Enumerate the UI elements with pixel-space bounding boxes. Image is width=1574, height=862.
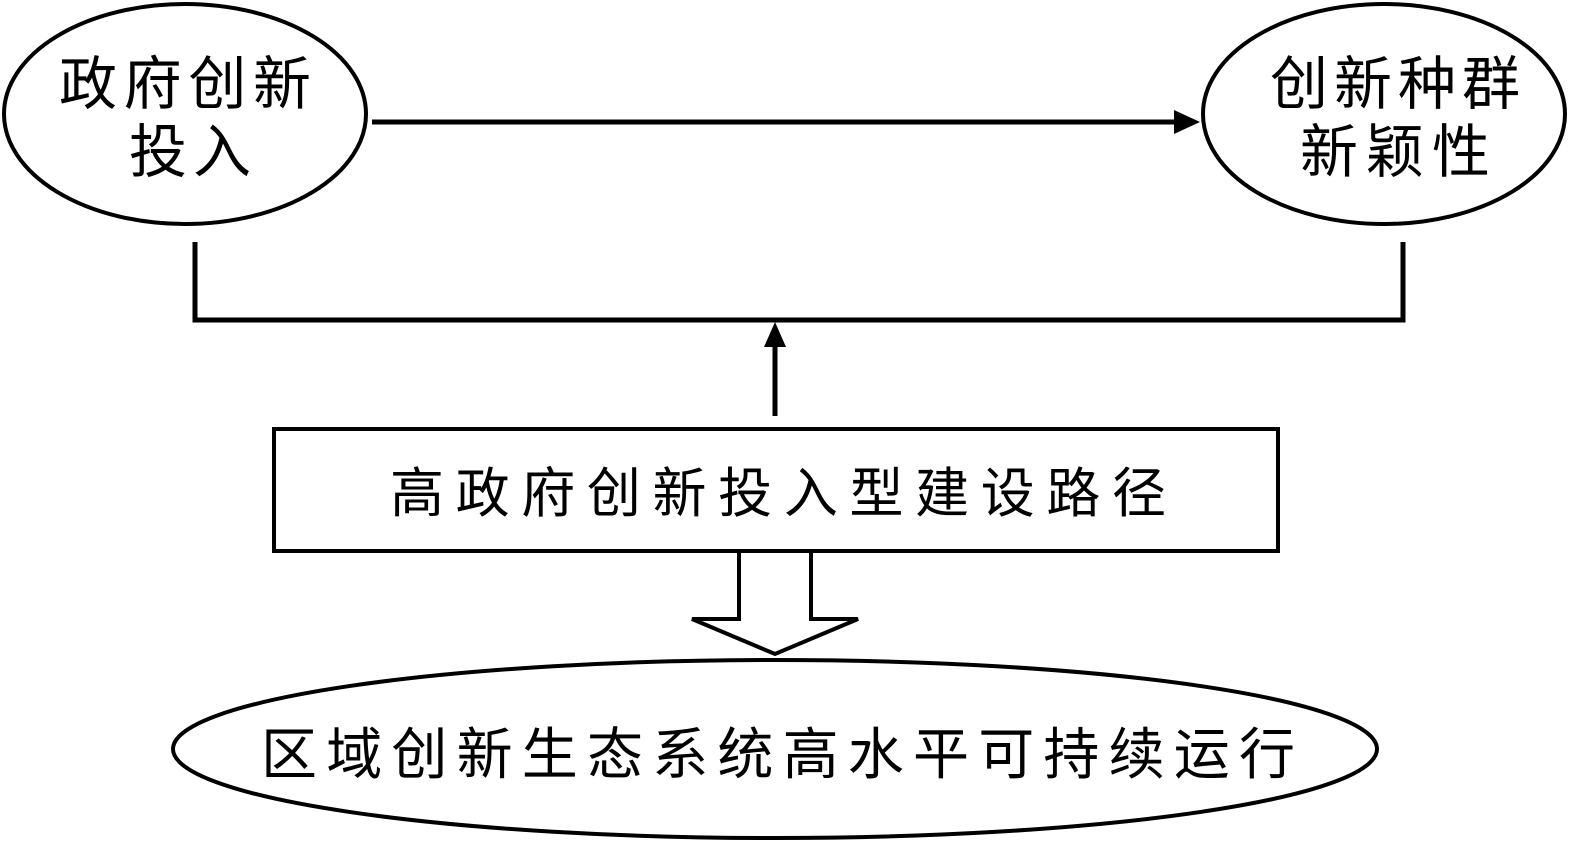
- node-outcome: 区域创新生态系统高水平可持续运行: [171, 658, 1379, 840]
- node-population-novelty: 创新种群 新颖性: [1201, 2, 1567, 226]
- node-government-input: 政府创新 投入: [2, 2, 368, 226]
- arrow-left-to-right-head: [1174, 110, 1200, 134]
- node-population-novelty-ellipse: [1201, 2, 1567, 226]
- arrow-box-to-bracket: [764, 322, 786, 416]
- arrow-left-to-right: [372, 110, 1200, 134]
- node-population-novelty-line-2: 新颖性: [1300, 118, 1490, 186]
- node-construction-path: 高政府创新投入型建设路径: [272, 427, 1280, 553]
- hollow-down-arrow: [691, 549, 859, 657]
- node-outcome-ellipse: [171, 658, 1379, 840]
- node-government-input-ellipse: [2, 2, 368, 226]
- bracket-connector: [192, 242, 1406, 323]
- arrow-box-to-bracket-head: [764, 322, 786, 347]
- node-construction-path-box: [272, 427, 1280, 553]
